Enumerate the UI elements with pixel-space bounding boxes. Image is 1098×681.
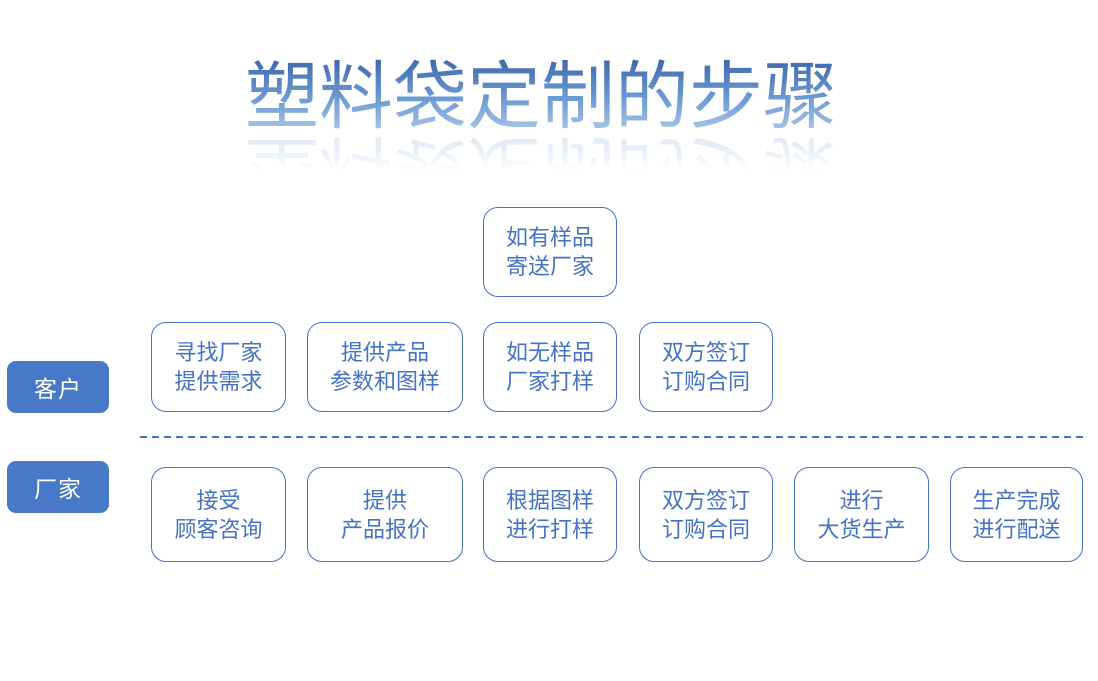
step-line: 订购合同 [661,369,750,394]
customer-step-sample-available: 如有样品 寄送厂家 [483,207,617,297]
manufacturer-step-sign-contract: 双方签订 订购合同 [639,467,773,562]
step-line: 双方签订 [661,340,750,365]
customer-step-no-sample-proofing: 如无样品 厂家打样 [483,322,617,412]
manufacturer-step-quote: 提供 产品报价 [307,467,463,562]
step-line: 如无样品 [505,340,594,365]
step-line: 进行配送 [972,516,1061,542]
customer-step-find-manufacturer: 寻找厂家 提供需求 [151,322,286,412]
step-line: 提供产品 [340,340,429,365]
step-line: 双方签订 [661,487,750,513]
step-line: 进行 [839,487,884,513]
step-line: 订购合同 [661,516,750,542]
lane-label-manufacturer: 厂家 [7,461,109,513]
manufacturer-step-delivery: 生产完成 进行配送 [950,467,1083,562]
manufacturer-step-bulk-production: 进行 大货生产 [794,467,929,562]
step-line: 大货生产 [817,516,906,542]
customer-step-provide-specs: 提供产品 参数和图样 [307,322,463,412]
step-line: 如有样品 [505,225,594,250]
step-line: 寄送厂家 [505,254,594,279]
step-line: 生产完成 [972,487,1061,513]
step-line: 进行打样 [505,516,594,542]
step-line: 顾客咨询 [174,516,263,542]
step-line: 提供 [362,487,407,513]
step-line: 提供需求 [174,369,263,394]
step-line: 厂家打样 [505,369,594,394]
step-line: 参数和图样 [329,369,440,394]
manufacturer-step-proof-from-drawings: 根据图样 进行打样 [483,467,617,562]
title-reflection: 塑料袋定制的步骤 [0,127,1090,211]
customer-step-sign-contract: 双方签订 订购合同 [639,322,773,412]
step-line: 产品报价 [340,516,429,542]
step-line: 寻找厂家 [174,340,263,365]
manufacturer-step-accept-inquiry: 接受 顾客咨询 [151,467,286,562]
page-title: 塑料袋定制的步骤 [0,55,1090,139]
lane-label-customer: 客户 [7,361,109,413]
lane-divider [140,436,1085,438]
step-line: 接受 [196,487,241,513]
title-block: 塑料袋定制的步骤 塑料袋定制的步骤 [0,55,1090,211]
step-line: 根据图样 [505,487,594,513]
